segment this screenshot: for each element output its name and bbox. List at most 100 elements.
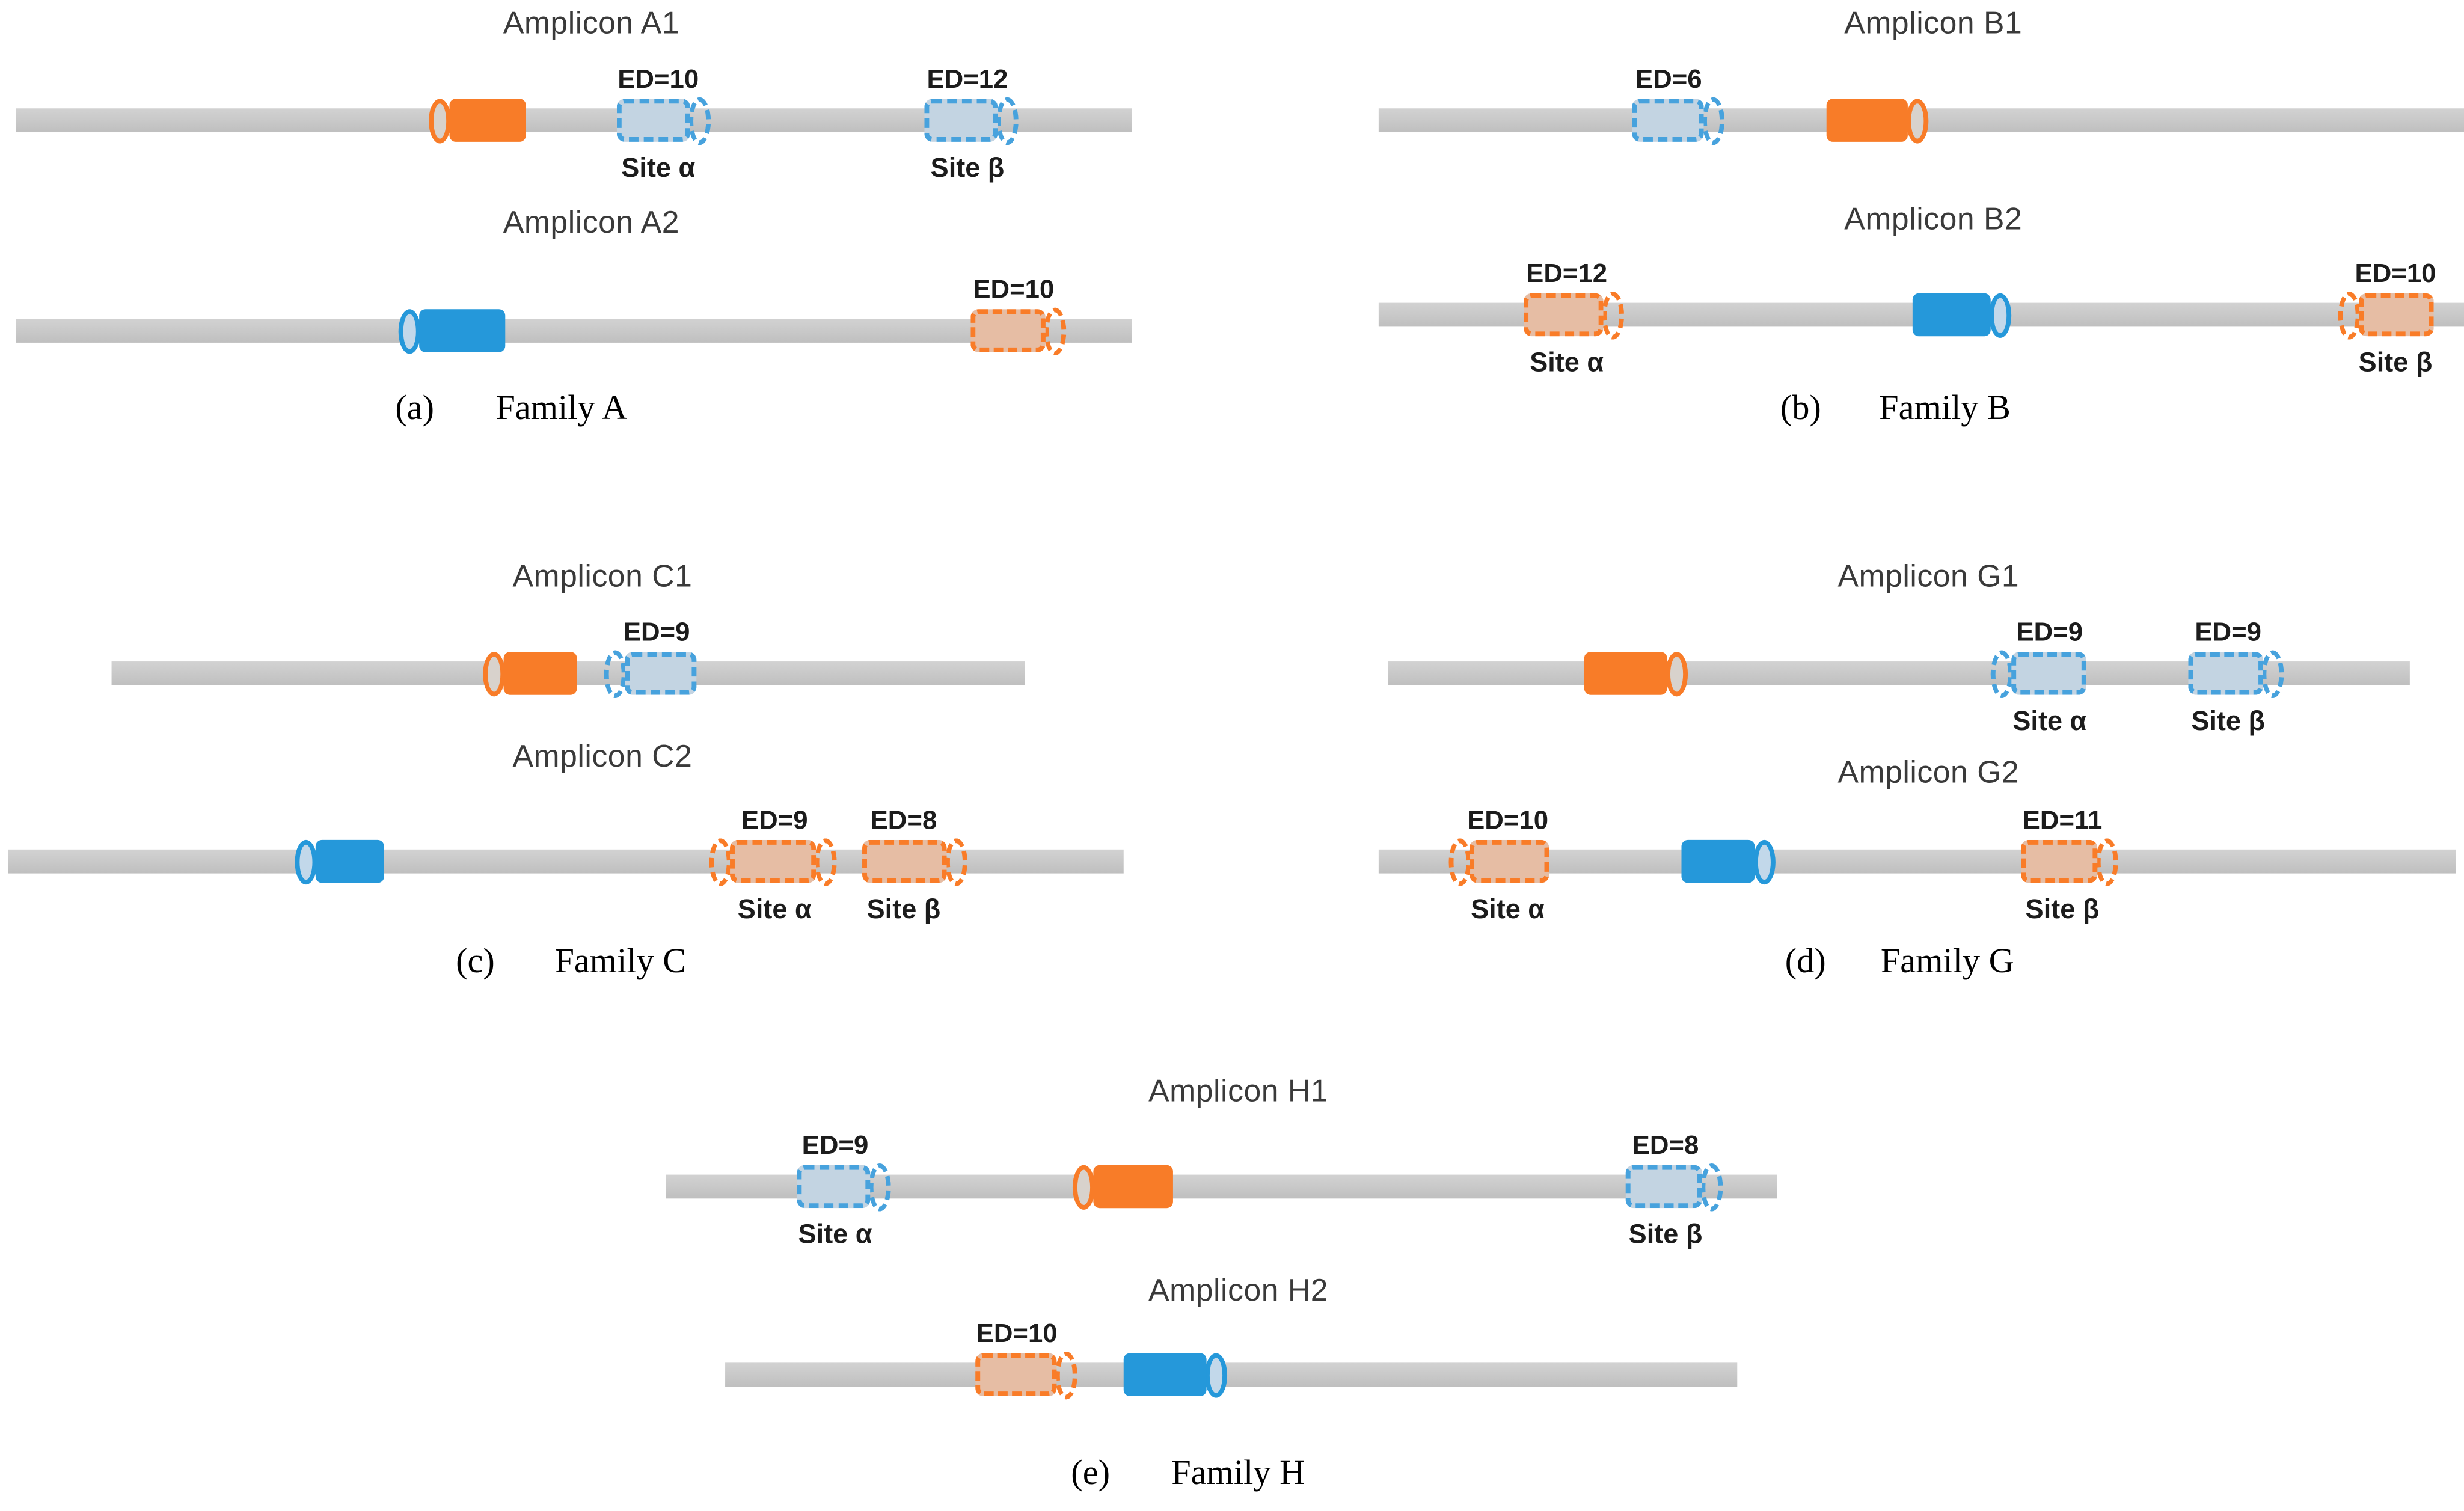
site-label: Site β [2191,706,2266,737]
site-ellipse-dashed [604,649,627,697]
site-ellipse-dashed [2338,290,2361,339]
site-ellipse-dashed [1702,96,1725,144]
caption-family: Family C [554,940,687,981]
primer-ellipse [1989,292,2012,337]
site-label: Site α [1530,347,1604,378]
amplicon-title: Amplicon A2 [503,205,679,241]
amplicon-title: Amplicon B2 [1844,202,2023,238]
ed-label: ED=10 [976,1319,1058,1349]
offtarget-site-box-blue [2011,652,2086,695]
ed-label: ED=8 [870,806,937,835]
ed-label: ED=9 [741,806,808,835]
site-label: Site β [2025,894,2100,925]
dna-bar [1378,849,2456,874]
ed-label: ED=8 [1632,1132,1699,1160]
ed-label: ED=10 [618,65,699,94]
ed-label: ED=10 [973,275,1055,305]
ed-label: ED=11 [2022,806,2103,835]
primer-box-orange [1826,99,1908,142]
primer-ellipse [1906,98,1929,143]
offtarget-site-box-blue [797,1165,871,1209]
site-ellipse-dashed [1601,290,1625,339]
site-label: Site β [930,153,1005,183]
offtarget-site-box-blue [924,99,998,142]
offtarget-site-box-orange [1524,293,1604,337]
primer-box-orange [449,99,526,142]
ed-label: ED=9 [623,618,690,648]
offtarget-site-box-blue [1625,1165,1702,1209]
amplicon-title: Amplicon G2 [1837,755,2020,791]
primer-ellipse [1204,1352,1228,1397]
site-ellipse-dashed [2095,837,2118,886]
primer-ellipse [1665,651,1688,696]
offtarget-site-box-orange [730,839,817,883]
offtarget-site-box-orange [970,309,1046,352]
caption-family: Family H [1171,1451,1305,1492]
primer-ellipse [429,98,452,143]
ed-label: ED=10 [1467,806,1549,835]
ed-label: ED=12 [927,65,1008,94]
ed-label: ED=9 [2016,618,2083,648]
primer-box-blue [1123,1353,1207,1397]
site-ellipse-dashed [1055,1350,1077,1399]
offtarget-site-box-orange [2359,293,2434,337]
dna-bar [725,1362,1738,1387]
offtarget-site-box-orange [2021,839,2098,883]
caption-index: (c) [456,940,495,981]
caption-family: Family B [1879,387,2011,428]
ed-label: ED=9 [801,1132,869,1160]
site-label: Site β [2358,347,2433,378]
site-label: Site α [1471,894,1545,925]
site-ellipse-dashed [709,837,732,886]
primer-ellipse [483,651,506,696]
caption-index: (a) [395,387,435,428]
ed-label: ED=9 [2195,618,2262,648]
caption-index: (b) [1780,387,1821,428]
primer-box-orange [1584,652,1667,695]
site-ellipse-dashed [1700,1162,1723,1211]
ed-label: ED=10 [2355,260,2436,289]
amplicon-title: Amplicon H2 [1148,1273,1329,1309]
primer-ellipse [398,308,421,354]
amplicon-title: Amplicon H1 [1148,1074,1329,1109]
site-label: Site α [621,153,696,183]
site-label: Site α [798,1219,872,1250]
site-ellipse-dashed [2261,649,2284,697]
primer-box-orange [1093,1165,1173,1209]
amplicon-title: Amplicon C1 [512,559,693,595]
offtarget-site-box-orange [1469,839,1549,883]
primer-box-blue [1912,293,1991,337]
caption-index: (d) [1785,940,1826,981]
site-ellipse-dashed [945,837,967,886]
site-ellipse-dashed [1044,307,1067,355]
amplicon-title: Amplicon G1 [1837,559,2020,595]
dna-bar [16,319,1132,343]
amplicon-title: Amplicon C2 [512,739,693,775]
primer-ellipse [295,839,317,884]
site-ellipse-dashed [996,96,1019,144]
offtarget-site-box-orange [975,1353,1057,1397]
site-label: Site β [866,894,941,925]
offtarget-site-box-blue [2188,652,2264,695]
offtarget-site-box-blue [625,652,697,695]
offtarget-site-box-blue [616,99,690,142]
